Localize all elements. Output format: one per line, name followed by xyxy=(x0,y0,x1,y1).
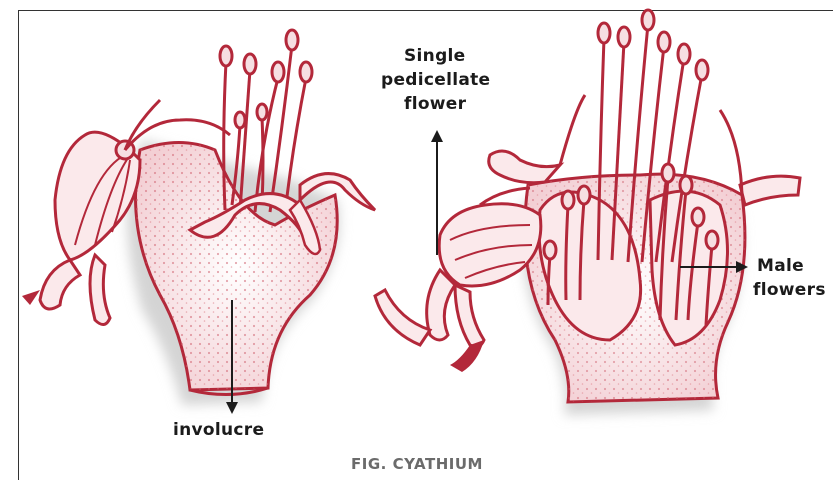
label-involucre: involucre xyxy=(173,420,264,441)
label-single-line2: pedicellate xyxy=(381,70,490,91)
label-single-line3: flower xyxy=(404,94,466,115)
label-male-line2: flowers xyxy=(753,280,826,301)
label-male-line1: Male xyxy=(757,256,804,277)
figure-caption: FIG. CYATHIUM xyxy=(0,455,834,473)
label-single-line1: Single xyxy=(404,46,466,67)
left-cyathium xyxy=(22,30,375,405)
